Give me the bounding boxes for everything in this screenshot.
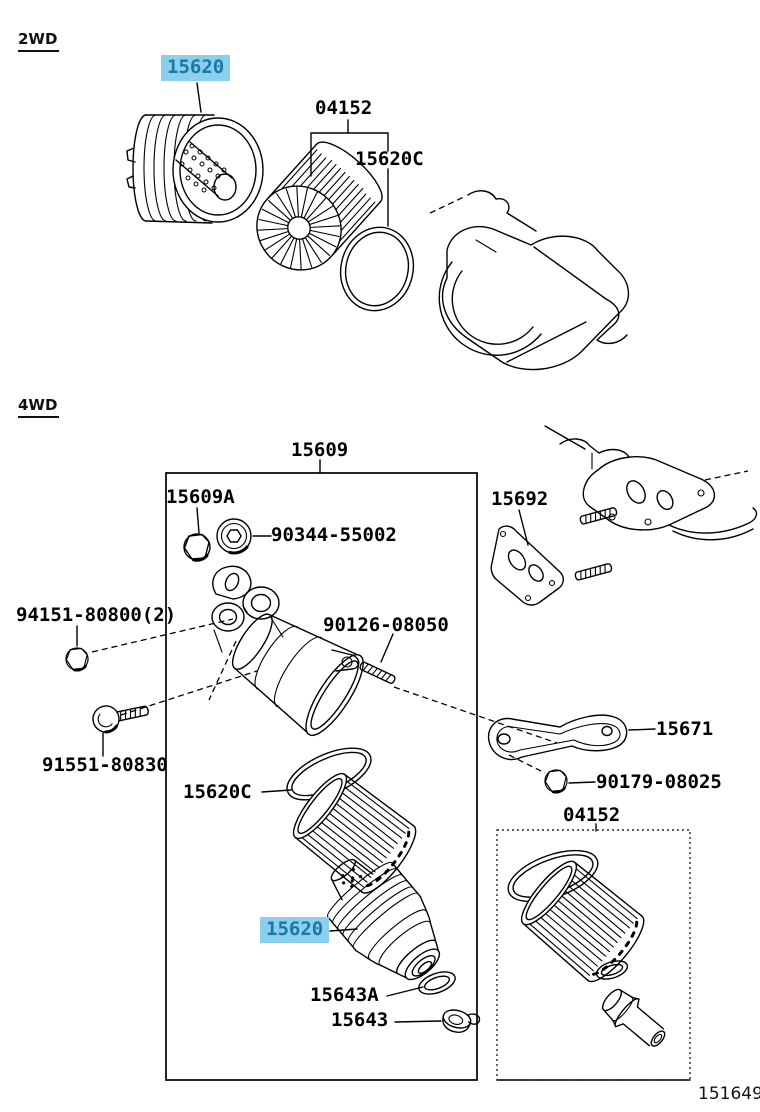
filter-bracket-drawing — [211, 565, 364, 737]
perforation-dots — [179, 143, 227, 193]
mount-bolt-drawing — [92, 705, 149, 734]
mount-nut-drawing — [64, 646, 90, 672]
dashed-assembly-lines — [91, 618, 558, 774]
assembly-box-15609 — [165, 472, 478, 1081]
part-label-15643[interactable]: 15643 — [331, 1009, 389, 1031]
part-label-15620-4wd-highlighted[interactable]: 15620 — [260, 917, 330, 943]
kit-drain-tool-drawing — [601, 988, 666, 1047]
gasket-15692-drawing — [490, 525, 564, 606]
part-label-91551-80830[interactable]: 91551-80830 — [42, 754, 168, 776]
plug-drawing — [216, 518, 252, 555]
2wd-filter-element-drawing — [256, 141, 383, 271]
4wd-filter-element-drawing — [283, 764, 426, 902]
kit-small-gasket-drawing — [595, 960, 629, 980]
part-label-15620c-4wd[interactable]: 15620C — [183, 781, 252, 803]
stud-drawing — [358, 660, 397, 685]
part-label-15692[interactable]: 15692 — [491, 488, 549, 510]
part-label-15643a[interactable]: 15643A — [310, 984, 379, 1006]
kit-filter-element-drawing — [511, 851, 654, 991]
section-title-4wd: 4WD — [18, 396, 60, 418]
wrench-nut-drawing — [543, 768, 569, 794]
4wd-filter-cap-drawing — [326, 858, 441, 981]
section-title-2wd: 2WD — [18, 30, 60, 52]
part-label-04152-2wd[interactable]: 04152 — [315, 97, 373, 119]
part-label-15620c-2wd[interactable]: 15620C — [355, 148, 424, 170]
2wd-o-ring-drawing — [339, 226, 415, 312]
part-label-15609[interactable]: 15609 — [291, 439, 349, 461]
wrench-bracket-drawing — [487, 714, 628, 761]
leader-lines — [76, 82, 656, 1023]
2wd-engine-drawing — [429, 190, 630, 371]
part-label-90344-55002[interactable]: 90344-55002 — [271, 524, 397, 546]
diagram-code: 151649 — [698, 1084, 760, 1104]
2wd-filter-cap-drawing — [126, 114, 264, 224]
kit-box-04152 — [496, 829, 691, 1081]
drain-gasket-drawing — [418, 971, 456, 995]
part-label-15671[interactable]: 15671 — [656, 718, 714, 740]
part-label-15620-2wd-highlighted[interactable]: 15620 — [161, 55, 231, 81]
drain-plug-drawing — [442, 1009, 481, 1033]
part-label-90179-08025[interactable]: 90179-08025 — [596, 771, 722, 793]
part-label-90126-08050[interactable]: 90126-08050 — [323, 614, 449, 636]
part-label-15609a[interactable]: 15609A — [166, 486, 235, 508]
part-label-94151-80800[interactable]: 94151-80800(2) — [16, 604, 177, 626]
4wd-engine-drawing — [544, 425, 758, 582]
union-nut-drawing — [182, 532, 212, 562]
part-label-04152-4wd[interactable]: 04152 — [563, 804, 621, 826]
